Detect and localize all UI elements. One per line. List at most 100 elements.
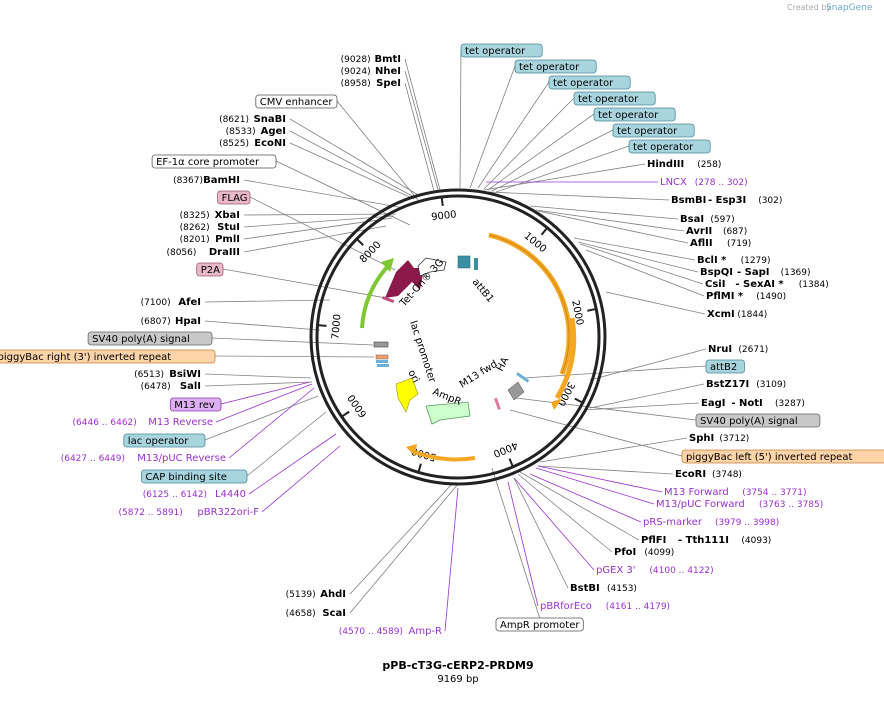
site-left: AfeI(7100): [141, 297, 201, 308]
site-name: SalI: [180, 381, 201, 392]
feature-box-text: attB2: [710, 362, 737, 373]
site-alias: - Esp3I: [708, 195, 746, 206]
orf-arc-2-head: [551, 398, 563, 410]
feature-box-text: FLAG: [222, 193, 248, 204]
feature-box-tet6: tet operator: [612, 123, 695, 138]
site-name: BspQI: [700, 267, 733, 278]
primer-name: Amp-R: [409, 626, 443, 637]
snapgene-logo: SnapGene: [826, 3, 873, 13]
site-pos: (8262): [180, 223, 210, 233]
feature-box-text: piggyBac left (5') inverted repeat: [686, 452, 852, 463]
site-name: PfoI: [614, 547, 636, 558]
tick-label: 7000: [330, 314, 343, 340]
attb2-block: [516, 372, 530, 383]
site-right: AvrII(687): [686, 226, 747, 237]
site-name: SpeI: [376, 78, 401, 89]
site-pos: (1384): [799, 280, 829, 290]
site-pos: (8056): [166, 248, 196, 258]
site-right: HindIII(258): [647, 159, 721, 170]
orf-arc-2: [554, 317, 577, 400]
site-pos: (4099): [644, 548, 674, 558]
site-pos: (8958): [341, 79, 371, 89]
feature-box-text: CMV enhancer: [260, 97, 334, 108]
green-arc: [360, 264, 390, 329]
primer-name: M13/pUC Reverse: [137, 453, 226, 464]
site-name: AgeI: [261, 126, 286, 137]
primer-range: (6446 .. 6462): [73, 418, 137, 428]
pb-right-block: [375, 354, 389, 360]
site-name: StuI: [217, 222, 240, 233]
site-pos: (8325): [180, 211, 210, 221]
site-right: CsiI- SexAI *(1384): [705, 279, 829, 290]
feature-box-attb2: attB2: [705, 359, 745, 374]
primer-m13pucr: M13/pUC Reverse (6427 .. 6449): [61, 453, 226, 464]
feature-box-text: CAP binding site: [145, 472, 227, 483]
primer-ampr: Amp-R(4570 .. 4589): [339, 626, 442, 637]
site-pos: (4658): [286, 609, 316, 619]
site-name: EcoNI: [254, 138, 286, 149]
site-name: BclI *: [697, 255, 727, 266]
site-pos: (8621): [219, 115, 249, 125]
tick-label: 4000: [492, 439, 520, 459]
primer-pbrfor: pBRforEco(4161 .. 4179): [540, 601, 670, 612]
site-name: BsmBI: [671, 195, 706, 206]
site-name: NruI: [708, 344, 732, 355]
site-name: EagI: [701, 398, 725, 409]
flag-mark: [382, 296, 395, 303]
primer-pgex: pGEX 3'(4100 .. 4122): [596, 565, 714, 576]
site-pos: (597): [710, 215, 734, 225]
feature-box-text: M13 rev: [174, 400, 215, 411]
site-name: XbaI: [215, 210, 240, 221]
tick-mark: [508, 458, 514, 468]
site-left: BmtI(9028): [341, 54, 401, 65]
primer-m13puc: M13/pUC Forward(3763 .. 3785): [656, 499, 823, 510]
tick-mark: [356, 238, 364, 246]
site-right: SphI(3712): [689, 433, 749, 444]
feature-box-tet5: tet operator: [593, 107, 676, 122]
primer-m13r: M13 Reverse(6446 .. 6462): [73, 417, 213, 428]
sv40-right-block: [507, 381, 525, 401]
ori-arrow: [395, 377, 419, 413]
leader-lines: [204, 49, 707, 632]
orf-arc-1: [488, 232, 572, 375]
site-pos: (8367): [173, 176, 203, 186]
primer-range: (3763 .. 3785): [759, 500, 823, 510]
feature-box-text: lac operator: [128, 436, 189, 447]
feature-box-tet7: tet operator: [628, 139, 711, 154]
site-left: XbaI (8325): [180, 210, 240, 221]
primer-range: (4161 .. 4179): [606, 602, 670, 612]
feature-box-tet1: tet operator: [460, 43, 543, 58]
site-left: PmlI(8201): [180, 234, 240, 245]
feature-box-text: EF-1α core promoter: [156, 157, 260, 168]
site-left: AgeI(8533): [226, 126, 286, 137]
site-left: HpaI(6807): [141, 316, 201, 327]
backbone-inner: [315, 194, 601, 480]
credit-text: Created by: [787, 3, 831, 12]
feature-box-text: tet operator: [578, 94, 639, 105]
feature-box-text: tet operator: [598, 110, 659, 121]
feature-box-ef1a: EF-1α core promoter: [151, 154, 277, 169]
site-right: EagI- NotI(3287): [701, 398, 805, 409]
primer-name: M13 Forward: [664, 487, 729, 498]
site-pos: (1844): [737, 310, 767, 320]
site-name: XcmI: [707, 309, 735, 320]
primer-range: (3979 .. 3998): [715, 518, 779, 528]
tick-label: 6000: [346, 392, 369, 419]
ampr-arrow: [425, 401, 471, 425]
plasmid-length: 9169 bp: [437, 674, 478, 685]
sites-right: HindIII(258)BsmBI- Esp3I(302)BsaI(597)Av…: [570, 159, 829, 594]
site-name: EcoRI: [675, 469, 706, 480]
attb1-block-2: [474, 258, 478, 270]
primer-prs: pRS-marker(3979 .. 3998): [643, 517, 779, 528]
feature-box-text: tet operator: [633, 142, 694, 153]
primer-range: (278 .. 302): [695, 178, 748, 188]
feature-box-text: P2A: [201, 265, 220, 276]
feature-box-tet4: tet operator: [573, 91, 656, 106]
site-name: BmtI: [374, 54, 401, 65]
feature-box-m13rev: M13 rev: [169, 397, 222, 412]
site-right: BspQI- SapI(1369): [700, 267, 811, 278]
primer-range: (6427 .. 6449): [61, 454, 125, 464]
tick-mark: [574, 397, 584, 404]
tick-label: 9000: [431, 209, 458, 223]
primer-name: pBR322ori-F: [197, 507, 259, 518]
